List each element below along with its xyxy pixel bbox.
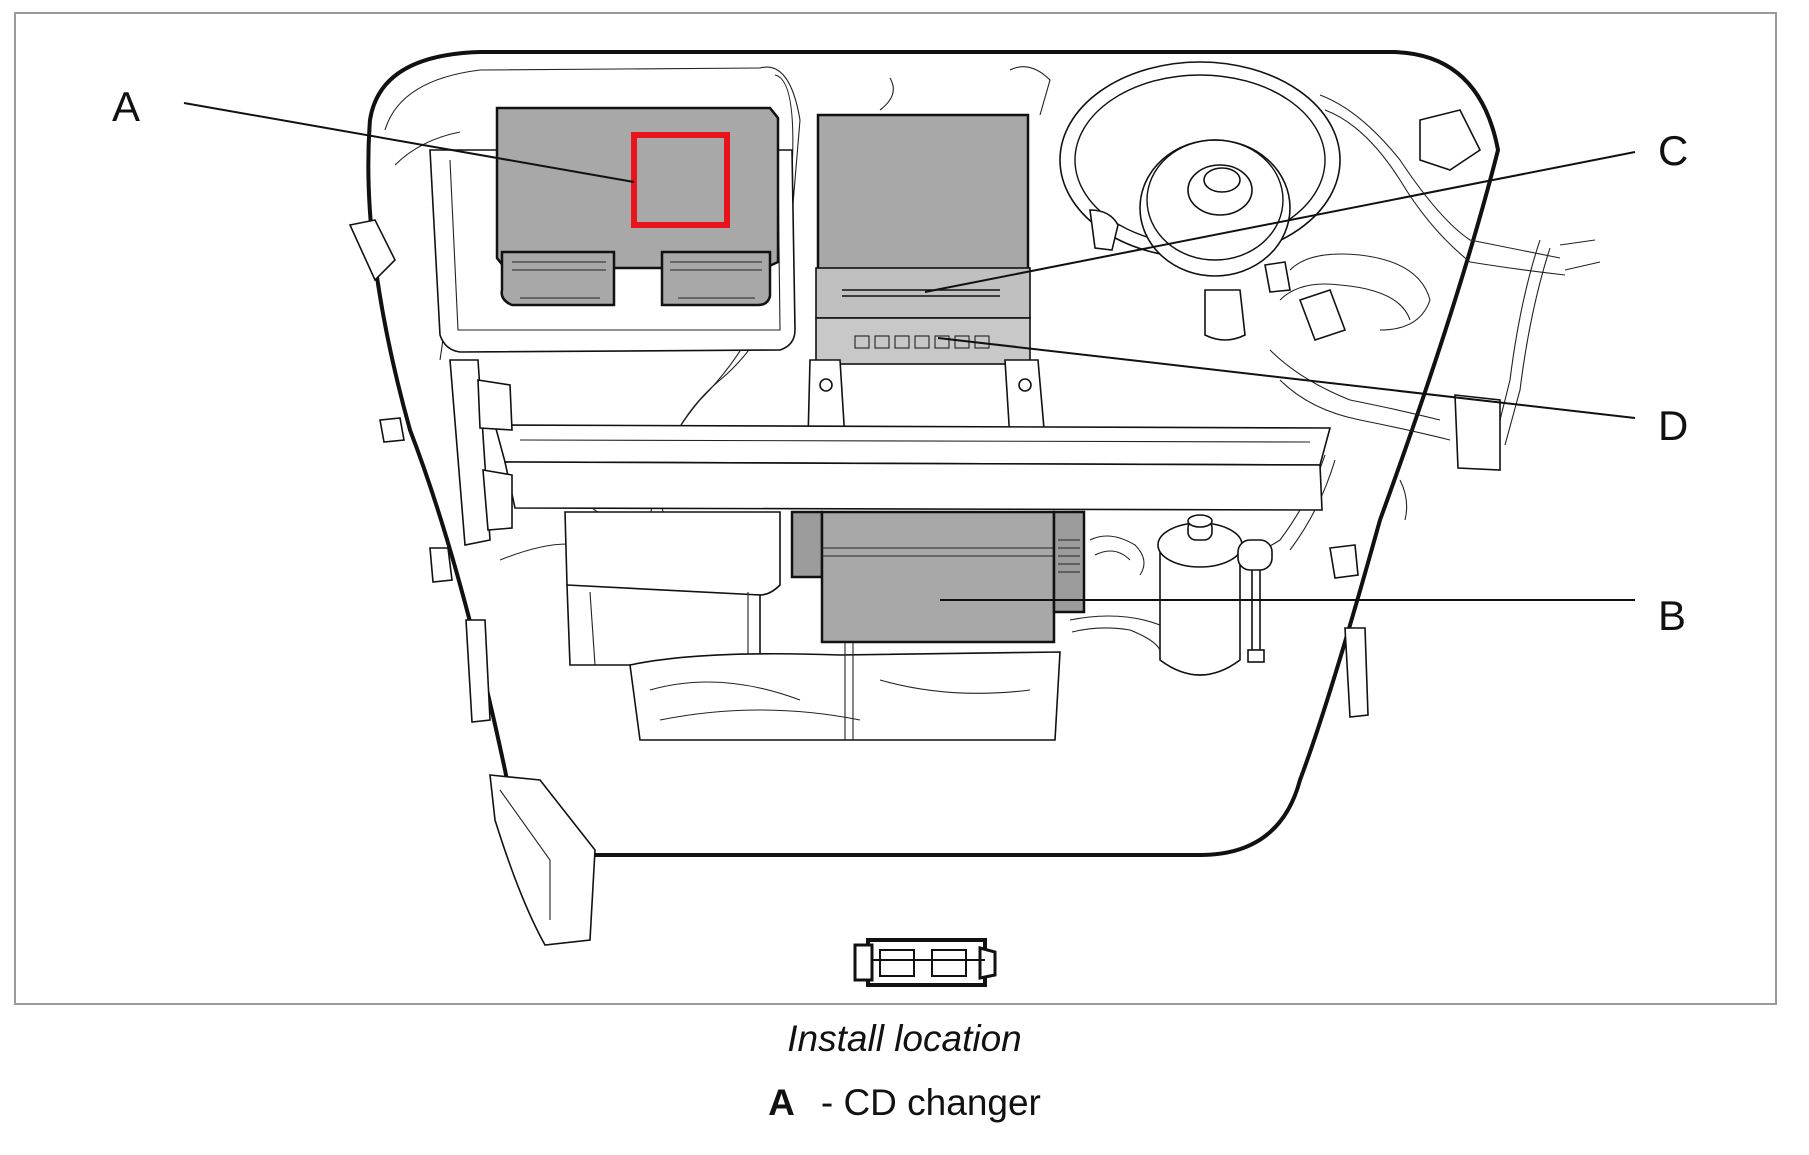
figure-caption: Install location xyxy=(787,1018,1022,1059)
callout-c: C xyxy=(1658,127,1688,174)
callout-a: A xyxy=(112,83,140,130)
left-clips xyxy=(348,219,405,443)
radio-component xyxy=(807,113,1046,441)
right-connectors xyxy=(1264,109,1501,718)
canister xyxy=(1157,514,1273,676)
cross-bar xyxy=(493,424,1332,511)
legend-text: - CD changer xyxy=(820,1082,1041,1123)
left-bracket xyxy=(429,359,513,723)
callout-d: D xyxy=(1658,402,1688,449)
figure-frame xyxy=(14,12,1777,1005)
callout-b: B xyxy=(1658,592,1686,639)
cd-changer-highlight xyxy=(631,132,730,228)
legend-row: A - CD changer xyxy=(0,1082,1809,1124)
trunk-outline xyxy=(366,50,1501,857)
leader-lines xyxy=(183,102,1636,601)
speaker xyxy=(1059,61,1341,341)
connector-icon xyxy=(853,938,997,987)
amplifier-component xyxy=(790,510,1086,740)
legend-key: A xyxy=(768,1082,795,1123)
